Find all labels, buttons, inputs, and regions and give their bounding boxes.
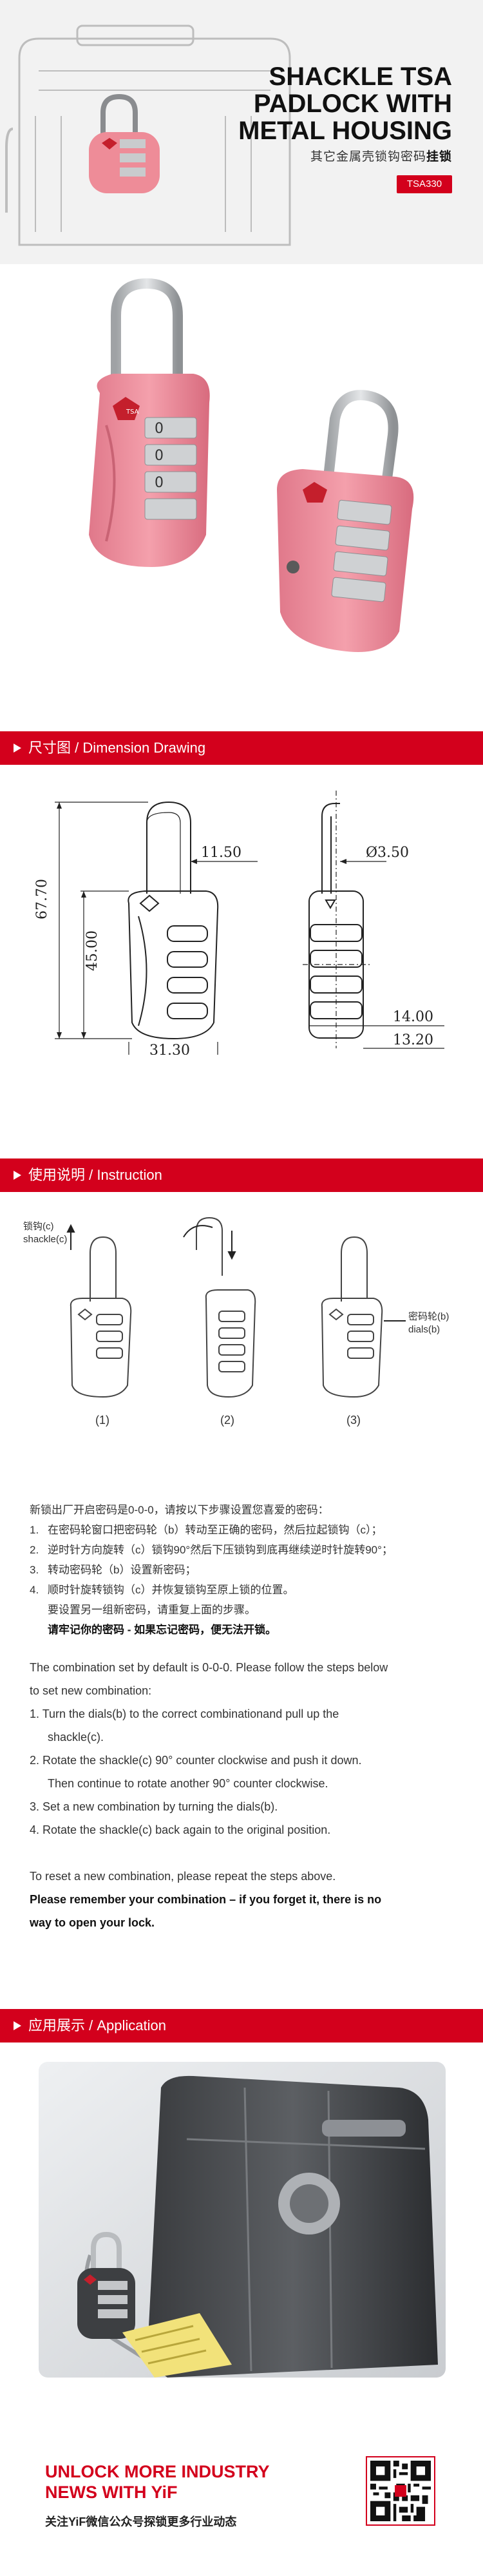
application-photo xyxy=(39,2062,446,2378)
back-lock xyxy=(277,390,414,652)
zh-step-num: 3. xyxy=(30,1564,39,1576)
svg-text:TSA: TSA xyxy=(126,409,139,416)
zh-intro: 新锁出厂开启密码是0-0-0，请按以下步骤设置您喜爱的密码： xyxy=(30,1504,329,1516)
dim-depth-bottom: 13.20 xyxy=(393,1032,433,1048)
section-header-instruction: 使用说明 / Instruction xyxy=(0,1158,483,1192)
zh-step-num: 2. xyxy=(30,1544,39,1556)
en-step-1a: 1. Turn the dials(b) to the correct comb… xyxy=(30,1707,339,1720)
section-title-instruction: 使用说明 / Instruction xyxy=(28,1167,162,1183)
hero-lock xyxy=(89,93,160,193)
model-badge: TSA330 xyxy=(397,175,452,193)
zh-warning: 请牢记你的密码 - 如果忘记密码，便无法开锁。 xyxy=(48,1624,277,1636)
footer-title-line-1: UNLOCK MORE INDUSTRY xyxy=(45,2462,270,2481)
section-title-dimension: 尺寸图 / Dimension Drawing xyxy=(28,740,206,756)
zh-step: 3. 转动密码轮（b）设置新密码； xyxy=(30,1560,461,1580)
hero-title-line-3: METAL HOUSING xyxy=(238,117,452,145)
en-intro-1: The combination set by default is 0-0-0.… xyxy=(30,1661,388,1674)
step-2-label: (2) xyxy=(220,1414,234,1427)
dimension-drawing: 67.70 45.00 31.30 11.50 Ø3.50 14.00 13.2… xyxy=(34,791,444,1055)
hero-banner: SHACKLE TSA PADLOCK WITH METAL HOUSING 其… xyxy=(0,0,483,264)
dim-shackle-diameter: 11.50 xyxy=(201,845,242,861)
footer-title: UNLOCK MORE INDUSTRY NEWS WITH YiF xyxy=(45,2461,328,2503)
arrow-right-icon xyxy=(14,2021,21,2030)
dim-depth-top: 14.00 xyxy=(393,1009,433,1025)
front-view-body xyxy=(128,890,219,1040)
zh-step-text: 在密码轮窗口把密码轮（b）转动至正确的密码，然后拉起锁钩（c）； xyxy=(48,1524,383,1536)
section-header-dimension: 尺寸图 / Dimension Drawing xyxy=(0,731,483,765)
zh-step-text: 逆时针方向旋转（c）锁钩90°然后下压锁钩到底再继续逆时针旋转90°； xyxy=(48,1544,393,1556)
arrow-right-icon xyxy=(14,1171,21,1180)
zh-step-num: 4. xyxy=(30,1584,39,1596)
en-step-4: 4. Rotate the shackle(c) back again to t… xyxy=(30,1823,331,1836)
wechat-qr-code[interactable] xyxy=(366,2456,435,2526)
hero-title: SHACKLE TSA PADLOCK WITH METAL HOUSING xyxy=(220,63,452,144)
zh-step-text: 顺时针旋转锁钩（c）并恢复锁钩至原上锁的位置。 xyxy=(48,1584,294,1596)
en-step-2b: Then continue to rotate another 90° coun… xyxy=(48,1777,328,1790)
section-header-application: 应用展示 / Application xyxy=(0,2009,483,2043)
step-arrows xyxy=(66,1224,406,1322)
dim-width: 31.30 xyxy=(149,1043,190,1055)
dim-total-height: 67.70 xyxy=(34,879,50,919)
instructions-chinese: 新锁出厂开启密码是0-0-0，请按以下步骤设置您喜爱的密码： 1. 在密码轮窗口把… xyxy=(30,1500,461,1640)
dim-shackle-wire: Ø3.50 xyxy=(366,845,409,861)
zh-step: 2. 逆时针方向旋转（c）锁钩90°然后下压锁钩到底再继续逆时针旋转90°； xyxy=(30,1540,461,1560)
svg-text:0: 0 xyxy=(155,448,164,464)
side-view-shackle xyxy=(321,803,340,894)
footer-title-line-2: NEWS WITH YiF xyxy=(45,2483,178,2502)
dim-body-height: 45.00 xyxy=(84,930,100,971)
label-shackle-en: shackle(c) xyxy=(23,1234,67,1245)
front-lock: TSA 0 0 0 xyxy=(89,278,210,567)
en-step-3: 3. Set a new combination by turning the … xyxy=(30,1800,278,1813)
hero-title-line-2: PADLOCK WITH xyxy=(253,90,452,118)
instructions-english: The combination set by default is 0-0-0.… xyxy=(30,1656,448,1934)
label-dials-zh: 密码轮(b) xyxy=(408,1311,449,1322)
hero-subtitle-bold: 挂锁 xyxy=(426,150,452,164)
zh-step: 1. 在密码轮窗口把密码轮（b）转动至正确的密码，然后拉起锁钩（c）； xyxy=(30,1520,461,1540)
step-1-label: (1) xyxy=(95,1414,109,1427)
qr-code-icon xyxy=(370,2461,431,2521)
en-intro-2: to set new combination: xyxy=(30,1684,152,1697)
footer-subtitle: 关注YiF微信公众号探锁更多行业动态 xyxy=(45,2515,237,2528)
hero-subtitle: 其它金属壳锁钩密码挂锁 xyxy=(310,147,452,164)
step-3-label: (3) xyxy=(346,1414,361,1427)
en-reset-note: To reset a new combination, please repea… xyxy=(30,1870,336,1883)
zh-step-num: 1. xyxy=(30,1524,39,1536)
instruction-steps-figure: 锁钩(c) shackle(c) 密码轮(b) dials(b) (1) (2)… xyxy=(23,1216,449,1427)
zh-reset-note: 要设置另一组新密码，请重复上面的步骤。 xyxy=(48,1604,256,1616)
svg-text:0: 0 xyxy=(155,475,164,491)
en-warning-2: way to open your lock. xyxy=(30,1916,155,1929)
en-warning-1: Please remember your combination – if yo… xyxy=(30,1893,382,1906)
section-title-application: 应用展示 / Application xyxy=(28,2017,166,2033)
hero-title-line-1: SHACKLE TSA xyxy=(269,62,452,91)
zh-step: 4. 顺时针旋转锁钩（c）并恢复锁钩至原上锁的位置。 xyxy=(30,1580,461,1600)
zh-step-text: 转动密码轮（b）设置新密码； xyxy=(48,1564,196,1576)
front-view-shackle xyxy=(146,801,191,894)
svg-text:0: 0 xyxy=(155,421,164,437)
product-photo: TSA 0 0 0 xyxy=(89,278,414,652)
label-dials-en: dials(b) xyxy=(408,1324,440,1335)
application-lock xyxy=(77,2231,135,2339)
arrow-right-icon xyxy=(14,744,21,753)
label-shackle-zh: 锁钩(c) xyxy=(23,1221,54,1232)
hero-subtitle-text: 其它金属壳锁钩密码 xyxy=(310,150,426,164)
suitcase-illustration xyxy=(5,24,291,246)
en-step-2a: 2. Rotate the shackle(c) 90° counter clo… xyxy=(30,1754,362,1767)
en-spacer xyxy=(30,1841,448,1865)
en-step-1b: shackle(c). xyxy=(48,1731,104,1744)
